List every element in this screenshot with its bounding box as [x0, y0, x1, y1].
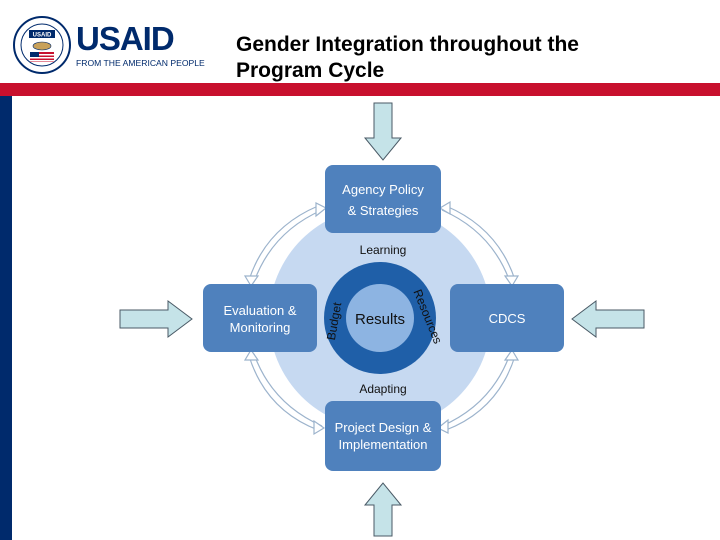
- budget-label: Budget: [324, 301, 345, 342]
- box-bottom-line1: Project Design &: [335, 420, 432, 435]
- arc-left-top: [253, 209, 323, 283]
- title-line-2: Program Cycle: [236, 59, 385, 82]
- header-red-bar: [0, 83, 720, 96]
- box-cdcs: CDCS: [450, 284, 564, 352]
- arc-arrowheads: [243, 200, 520, 436]
- results-circle: [346, 284, 414, 352]
- box-left-line2: Monitoring: [230, 320, 291, 335]
- adapting-label: Adapting: [359, 382, 406, 396]
- title-line-1: Gender Integration throughout the: [236, 33, 579, 56]
- box-top-line2: & Strategies: [348, 203, 419, 218]
- arrow-down-top: [363, 102, 403, 161]
- usaid-tagline: FROM THE AMERICAN PEOPLE: [76, 58, 205, 68]
- box-top-line1: Agency Policy: [342, 182, 424, 197]
- arrow-left-right: [571, 300, 645, 338]
- box-agency-policy: Agency Policy & Strategies: [325, 165, 441, 233]
- arc-right-bottom: [441, 353, 511, 427]
- usaid-wordmark: USAID: [76, 20, 174, 57]
- arrow-right-left: [119, 300, 193, 338]
- results-label: Results: [355, 311, 405, 328]
- usaid-logo: USAID USAID FROM THE AMERICAN PEOPLE: [13, 16, 205, 74]
- left-blue-bar: [0, 96, 12, 540]
- seal-label: USAID: [33, 33, 52, 39]
- arc-top-right: [441, 209, 511, 283]
- arrow-up-bottom: [363, 482, 403, 537]
- usaid-seal-icon: USAID: [13, 16, 71, 74]
- box-left-line1: Evaluation &: [224, 303, 297, 318]
- box-evaluation-monitoring: Evaluation & Monitoring: [203, 284, 317, 352]
- learning-label: Learning: [360, 243, 407, 257]
- arc-bottom-left: [253, 353, 323, 427]
- box-right-line1: CDCS: [489, 311, 526, 326]
- cycle-arrows: [248, 205, 516, 431]
- input-arrows: [119, 102, 645, 537]
- box-project-design: Project Design & Implementation: [325, 401, 441, 471]
- page-title: Gender Integration throughout the Progra…: [236, 32, 706, 84]
- box-bottom-line2: Implementation: [339, 437, 428, 452]
